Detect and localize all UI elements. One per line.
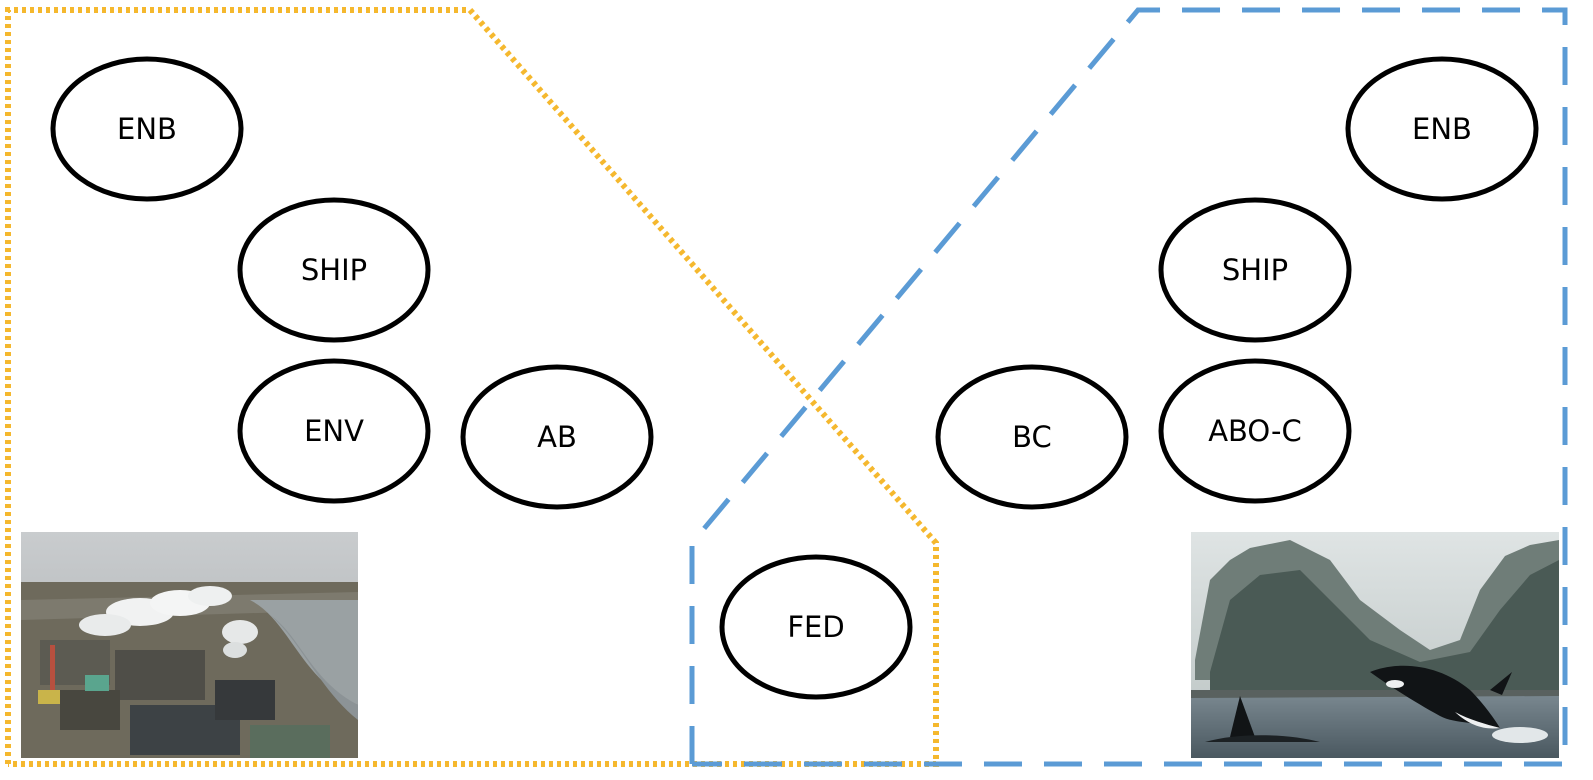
node-enb-left: ENB xyxy=(50,56,244,202)
node-ship-left: SHIP xyxy=(237,197,431,343)
node-fed-label: FED xyxy=(787,610,844,644)
node-ship-right-label: SHIP xyxy=(1222,253,1288,287)
node-env-label: ENV xyxy=(304,414,364,448)
node-ship-left-label: SHIP xyxy=(301,253,367,287)
node-abo-c: ABO-C xyxy=(1158,358,1352,504)
orca-whales-photo xyxy=(1191,532,1559,758)
node-enb-right-label: ENB xyxy=(1412,112,1472,146)
node-ab-label: AB xyxy=(537,420,577,454)
node-abo-c-label: ABO-C xyxy=(1208,414,1302,448)
oil-sands-photo xyxy=(21,532,358,758)
node-bc-label: BC xyxy=(1012,420,1052,454)
node-env: ENV xyxy=(237,358,431,504)
node-fed: FED xyxy=(719,554,913,700)
right-region-border xyxy=(689,7,1568,767)
node-bc: BC xyxy=(935,364,1129,510)
node-enb-right: ENB xyxy=(1345,56,1539,202)
node-ab: AB xyxy=(460,364,654,510)
node-enb-left-label: ENB xyxy=(117,112,177,146)
node-ship-right: SHIP xyxy=(1158,197,1352,343)
